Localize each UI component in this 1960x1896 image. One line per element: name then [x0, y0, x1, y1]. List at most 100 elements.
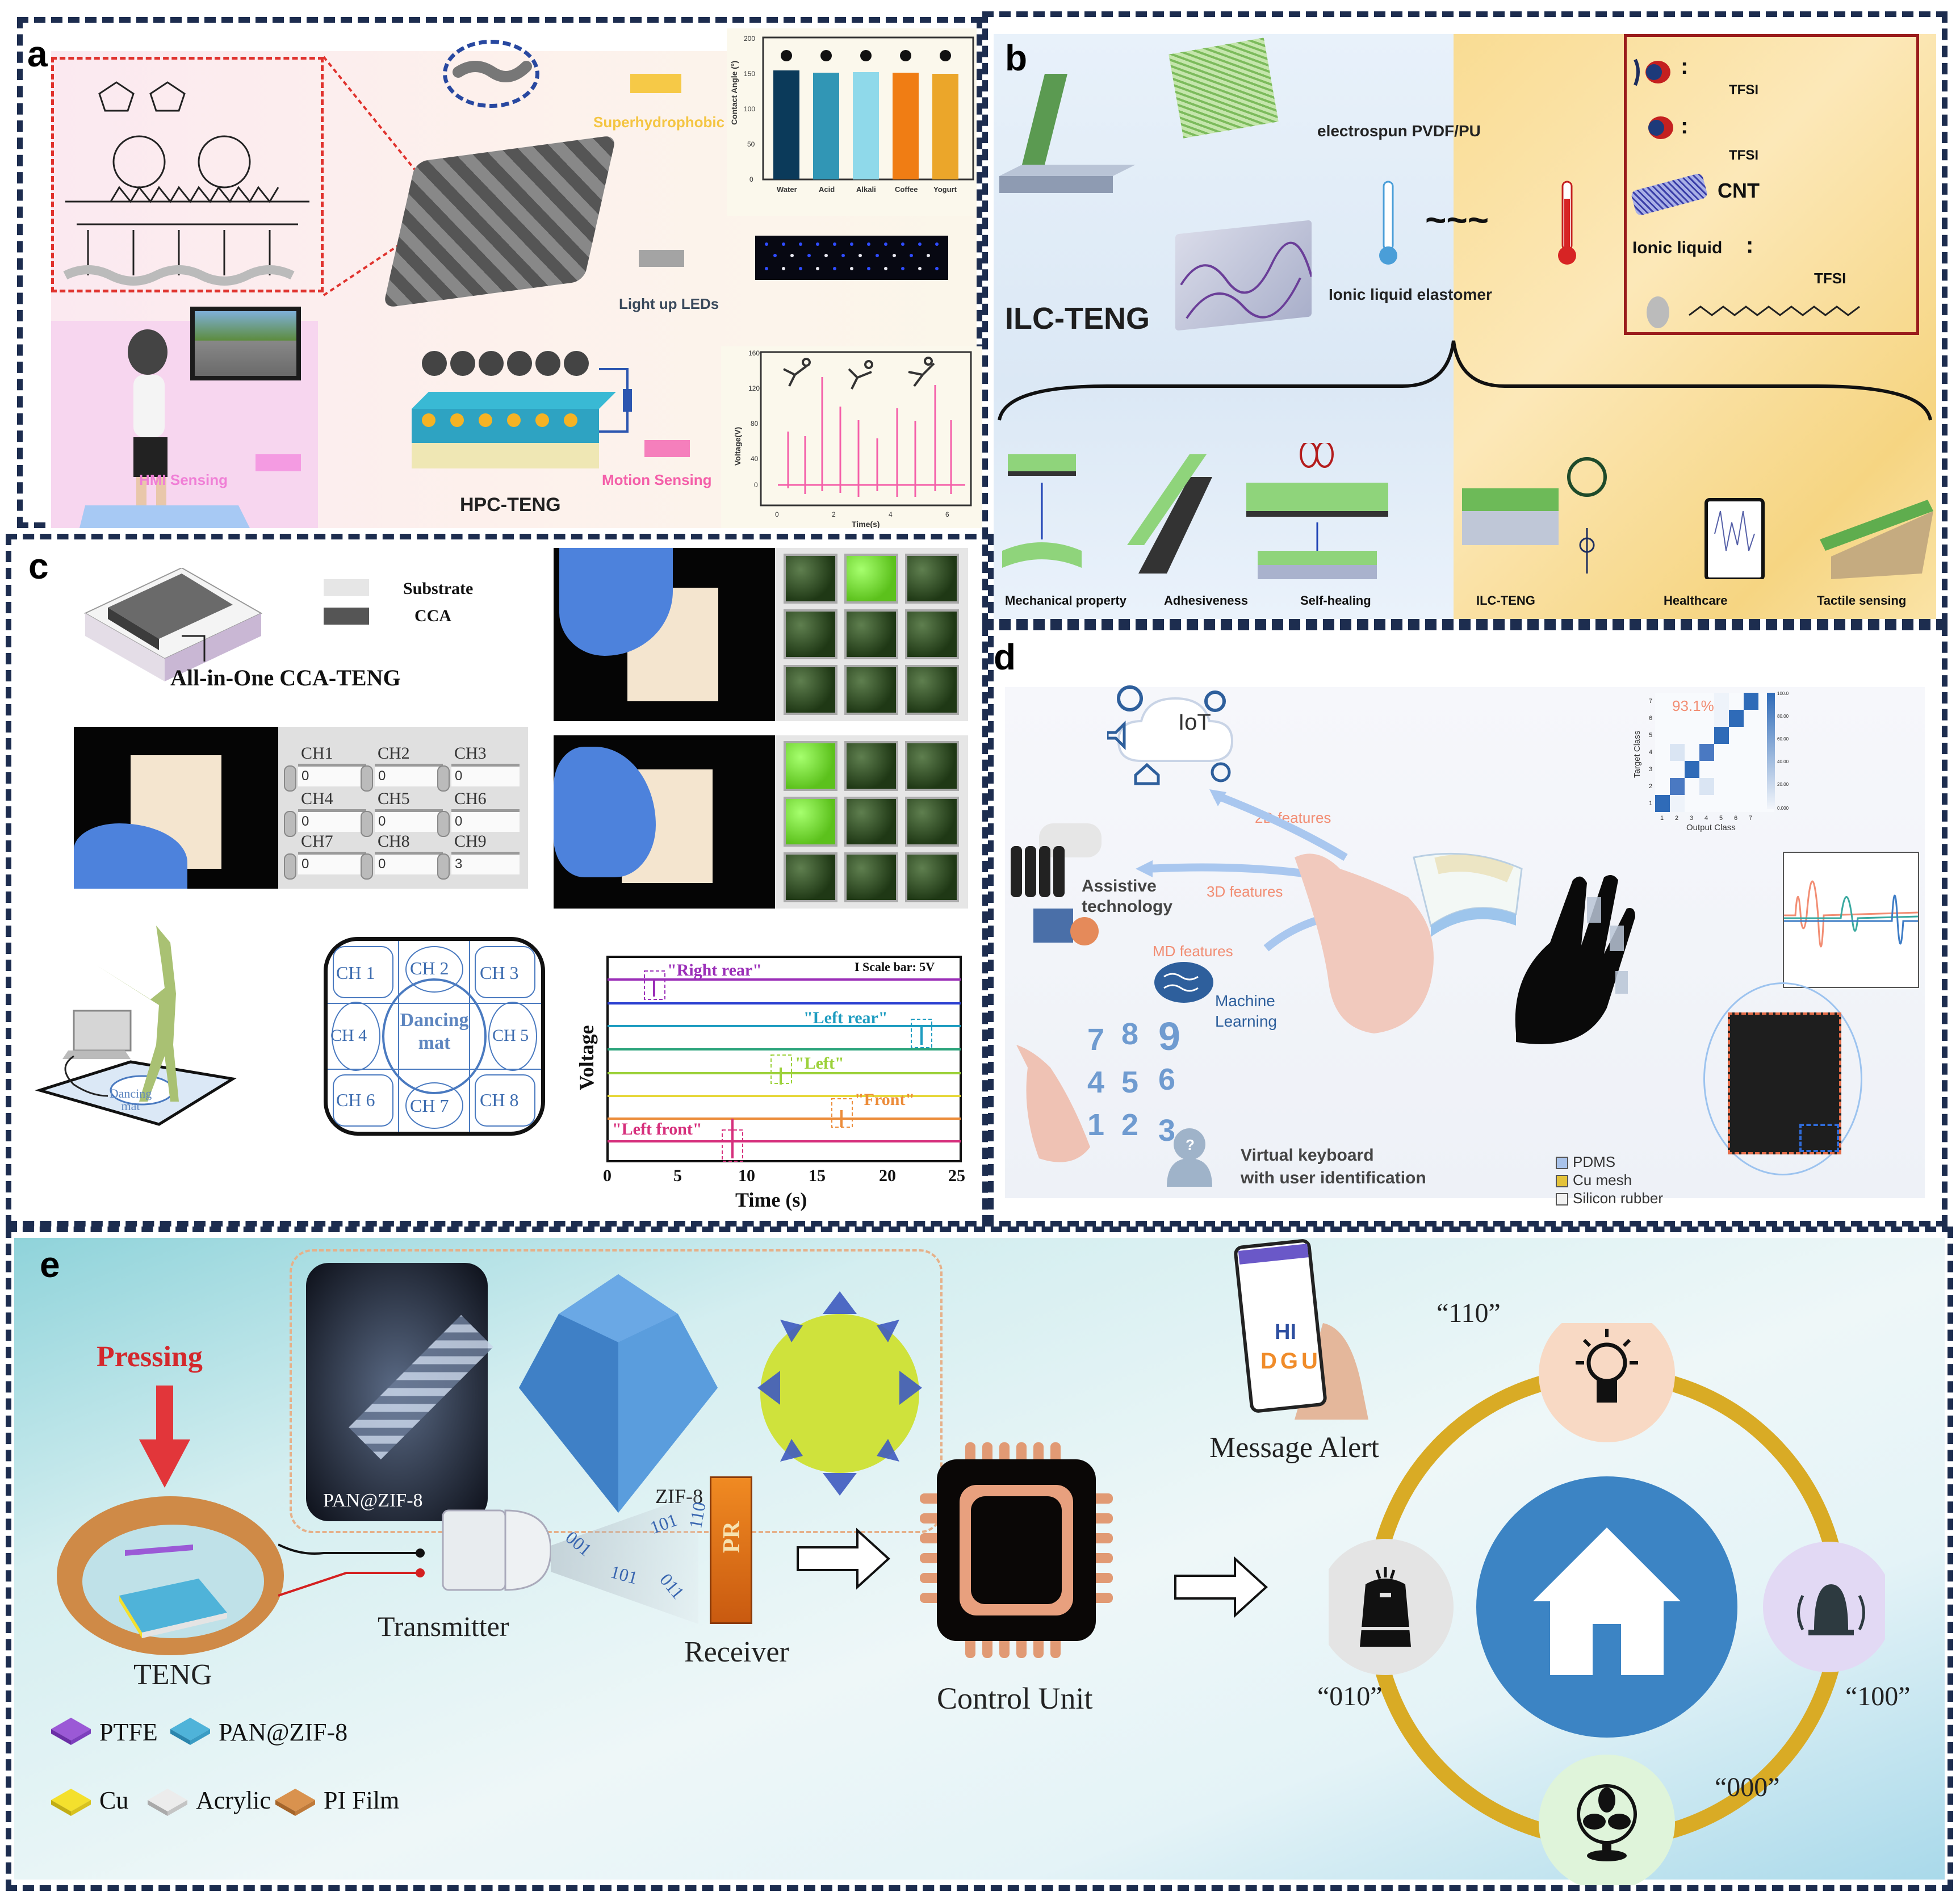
led-grid-bottom: [775, 735, 968, 909]
svg-text:6: 6: [945, 510, 949, 518]
hpc-teng-device-icon: [412, 351, 632, 468]
panel-c: c Substrate CCA All-in-One CCA-TENG CH1 …: [6, 534, 994, 1227]
cold-thermometer-icon: [1379, 181, 1397, 265]
fan-icon: [1577, 1784, 1637, 1861]
dancer-on-mat-icon: [35, 926, 237, 1126]
ch4-spinner[interactable]: [284, 811, 296, 837]
ch5-value[interactable]: 0: [375, 809, 443, 832]
monomer-ion-icon: [1634, 58, 1670, 86]
ch3-value[interactable]: 0: [451, 764, 520, 786]
ch6-value[interactable]: 0: [451, 809, 520, 832]
teng-device-icon: [57, 1496, 284, 1655]
ch6-label: CH6: [454, 789, 487, 808]
led-grid-top: [775, 548, 968, 721]
pcb-board-icon: [1728, 1012, 1841, 1154]
svg-text:6: 6: [1734, 815, 1737, 822]
led-cell: [905, 852, 959, 902]
svg-text:120: 120: [748, 384, 760, 392]
ch7-value[interactable]: 0: [298, 852, 366, 874]
ch8-spinner[interactable]: [361, 853, 373, 880]
ch8-value[interactable]: 0: [375, 852, 443, 874]
assistive-line2: technology: [1082, 897, 1173, 916]
pressing-arrow-icon: [139, 1386, 190, 1488]
motion-sensing-label: Motion Sensing: [602, 471, 712, 488]
application-illustrations: [1002, 443, 1933, 579]
svg-text:0: 0: [603, 1166, 612, 1185]
dancing-mat-schematic: CH 1 CH 2 CH 3 CH 4 CH 5 CH 6 CH 7 CH 8 …: [324, 937, 545, 1136]
ch2-value[interactable]: 0: [375, 764, 443, 786]
ch5-spinner[interactable]: [361, 811, 373, 837]
device-photo-bottom: [554, 735, 775, 909]
glove-material-legend: PDMS Cu mesh Silicon rubber: [1556, 1153, 1663, 1207]
svg-text:Alkali: Alkali: [856, 185, 876, 194]
pdms-swatch: [1556, 1157, 1568, 1170]
teng-wires-icon: [278, 1543, 425, 1597]
ch2-spinner[interactable]: [361, 765, 373, 792]
svg-text:80.00: 80.00: [1777, 714, 1789, 719]
pdms-label: PDMS: [1573, 1153, 1616, 1170]
svg-text:"Right rear": "Right rear": [667, 961, 762, 980]
svg-text:Yogurt: Yogurt: [933, 185, 957, 194]
iot-cloud-icon: [1107, 685, 1234, 785]
pi-film-swatch: [275, 1789, 315, 1817]
code-bell: “100”: [1845, 1681, 1911, 1711]
panel-e: e PAN@ZIF-8 ZIF-8 Pressing: [6, 1227, 1953, 1891]
svg-text:1: 1: [1660, 815, 1664, 822]
svg-text:"Left rear": "Left rear": [803, 1008, 888, 1027]
svg-text:50: 50: [747, 140, 755, 148]
substrate-swatch: [324, 579, 369, 596]
small-mat-line2: mat: [121, 1099, 140, 1113]
svg-text:40.00: 40.00: [1777, 759, 1789, 764]
svg-text:20: 20: [879, 1166, 896, 1185]
panel-label-e: e: [40, 1244, 60, 1285]
svg-text:Acid: Acid: [819, 185, 835, 194]
led-cell: [905, 665, 959, 715]
ch7-spinner[interactable]: [284, 853, 296, 880]
legend-cu-mesh: Cu mesh: [1556, 1171, 1663, 1189]
device-photo-left: [74, 727, 278, 889]
key-4: 4: [1087, 1065, 1105, 1099]
svg-text:0: 0: [749, 175, 753, 183]
photoresistor-receiver: PR: [710, 1476, 752, 1624]
mat-ch4: CH 4: [330, 1026, 367, 1045]
user-identification-icon: ?: [1167, 1128, 1212, 1187]
silicon-rubber-label: Silicon rubber: [1573, 1190, 1663, 1207]
mat-center-line2: mat: [418, 1032, 451, 1053]
led-dots: [765, 242, 939, 270]
svg-text:Coffee: Coffee: [895, 185, 918, 194]
svg-text:5: 5: [673, 1166, 682, 1185]
ch4-value[interactable]: 0: [298, 809, 366, 832]
legend-tfsi-1: TFSI: [1729, 82, 1758, 98]
panel-label-c: c: [28, 546, 49, 587]
arrow-to-control-icon: [797, 1527, 890, 1590]
led-cell: [844, 741, 898, 791]
svg-text:0: 0: [775, 510, 779, 518]
pressing-label: Pressing: [97, 1341, 203, 1373]
svg-text:10: 10: [738, 1166, 755, 1185]
ch1-spinner[interactable]: [284, 765, 296, 792]
substrate-label: Substrate: [403, 579, 474, 598]
mat-center-line1: Dancing: [400, 1010, 469, 1031]
panel-label-b: b: [1005, 37, 1028, 78]
svg-text:2: 2: [1649, 783, 1652, 790]
key-8: 8: [1121, 1017, 1139, 1051]
hand-with-sensor-icon: [1295, 852, 1523, 1033]
ch6-spinner[interactable]: [437, 811, 450, 837]
arrow-hmi-icon: [256, 454, 301, 471]
brain-icon: [1154, 962, 1213, 1003]
hot-thermometer-icon: [1558, 181, 1576, 265]
svg-text:Voltage: Voltage: [575, 1025, 598, 1090]
svg-text:60.00: 60.00: [1777, 736, 1789, 742]
svg-text:40: 40: [751, 455, 759, 463]
ch3-spinner[interactable]: [437, 765, 450, 792]
crosslinker-icon: [1647, 296, 1860, 328]
svg-text:0.000: 0.000: [1777, 806, 1789, 811]
ch9-spinner[interactable]: [437, 853, 450, 880]
acrylic-swatch: [148, 1789, 187, 1817]
svg-text:200: 200: [744, 35, 755, 43]
ch9-value[interactable]: 3: [451, 852, 520, 874]
ch1-value[interactable]: 0: [298, 764, 366, 786]
svg-text:Water: Water: [777, 185, 797, 194]
